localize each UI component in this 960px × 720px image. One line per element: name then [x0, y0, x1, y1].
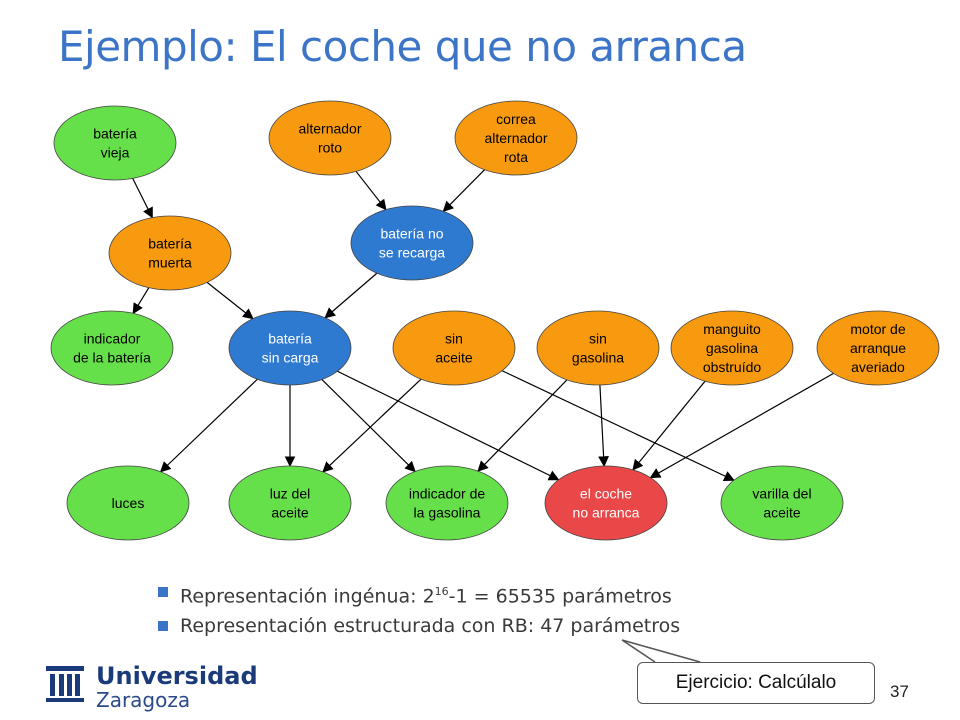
bullet-structured-text: Representación estructurada con RB: 47 p… [180, 615, 681, 637]
node-label-line: correa [496, 111, 536, 127]
node-label-line: muerta [148, 255, 192, 271]
node-label-line: aceite [271, 505, 309, 521]
node-label-line: alternador [298, 121, 361, 137]
edge-bateria_muerta-to-bateria_sin_carga [206, 281, 254, 320]
node-label-line: varilla del [752, 486, 811, 502]
node-label-line: roto [318, 140, 342, 156]
node-label-line: aceite [763, 505, 801, 521]
bullet-list: Representación ingénua: 216-1 = 65535 pa… [158, 578, 680, 646]
node-label-line: batería [93, 126, 137, 142]
edge-bateria_sin_carga-to-indicador_gasolina [321, 379, 416, 473]
node-shape [670, 310, 794, 386]
node-manguito: manguito gasolina obstruído [670, 310, 794, 386]
node-sin_aceite: sin aceite [392, 310, 516, 386]
node-label-line: manguito [703, 321, 761, 337]
node-shape [544, 465, 668, 541]
bullet-naive-text-post: -1 = 65535 parámetros [448, 585, 672, 608]
edge-sin_aceite-to-luz_aceite [322, 378, 422, 473]
node-bateria_no_recarga: batería no se recarga [350, 205, 474, 281]
node-varilla_aceite: varilla del aceite [720, 465, 844, 541]
node-alternador_roto: alternador roto [268, 100, 392, 176]
node-shape [66, 465, 190, 541]
logo-text-line1: Universidad [96, 662, 258, 690]
node-label-line: arranque [850, 340, 906, 356]
node-shape [816, 310, 940, 386]
node-shape [53, 105, 177, 181]
node-label-line: vieja [101, 145, 130, 161]
node-label-line: aceite [435, 350, 473, 366]
edge-sin_aceite-to-varilla_aceite [501, 370, 735, 481]
node-shape [228, 310, 352, 386]
logo-text-line2: Zaragoza [96, 688, 191, 712]
university-crest-icon [46, 666, 84, 702]
node-label-line: sin [445, 331, 463, 347]
page-number: 37 [890, 682, 909, 701]
bullet-structured: Representación estructurada con RB: 47 p… [158, 612, 680, 646]
node-indicador_gasolina: indicador de la gasolina [385, 465, 509, 541]
node-shape [392, 310, 516, 386]
edge-bateria_vieja-to-bateria_muerta [132, 178, 153, 219]
node-label-line: gasolina [572, 350, 624, 366]
node-label-line: luces [112, 495, 145, 511]
node-label-line: el coche [580, 486, 632, 502]
edge-bateria_sin_carga-to-luces [159, 378, 258, 473]
bullet-icon [158, 587, 168, 597]
edge-sin_gasolina-to-coche_no_arranca [598, 384, 609, 468]
node-shape [454, 100, 578, 176]
node-label-line: batería [148, 236, 192, 252]
edge-correa_rota-to-bateria_no_recarga [442, 169, 486, 213]
node-shape [720, 465, 844, 541]
node-bateria_sin_carga: batería sin carga [228, 310, 352, 386]
node-label-line: no arranca [573, 505, 640, 521]
node-label-line: averiado [851, 359, 905, 375]
page-title: Ejemplo: El coche que no arranca [58, 22, 747, 71]
node-label-line: batería [268, 331, 312, 347]
bullet-icon [158, 621, 168, 631]
node-indicador_bateria: indicador de la batería [50, 310, 174, 386]
node-shape [228, 465, 352, 541]
exercise-callout: Ejercicio: Calcúlalo [637, 662, 875, 704]
node-label-line: obstruído [703, 359, 762, 375]
bullet-naive: Representación ingénua: 216-1 = 65535 pa… [158, 578, 680, 612]
node-label-line: motor de [850, 321, 905, 337]
node-label-line: indicador de [409, 486, 485, 502]
node-motor_arranque: motor de arranque averiado [816, 310, 940, 386]
node-bateria_muerta: batería muerta [108, 215, 232, 291]
node-label-line: gasolina [706, 340, 758, 356]
edge-motor_arranque-to-coche_no_arranca [649, 372, 834, 479]
edge-manguito-to-coche_no_arranca [632, 380, 706, 471]
node-label-line: rota [504, 149, 528, 165]
node-label-line: sin [589, 331, 607, 347]
node-label-line: se recarga [379, 245, 445, 261]
node-label-line: sin carga [262, 350, 319, 366]
node-shape [50, 310, 174, 386]
bullet-naive-text-pre: Representación ingénua: 2 [180, 585, 435, 608]
edge-sin_gasolina-to-indicador_gasolina [477, 379, 568, 472]
node-label-line: batería no [380, 226, 443, 242]
bullet-naive-exponent: 16 [434, 585, 449, 598]
node-bateria_vieja: batería vieja [53, 105, 177, 181]
node-shape [268, 100, 392, 176]
edge-bateria_sin_carga-to-coche_no_arranca [337, 370, 560, 481]
node-label-line: alternador [484, 130, 547, 146]
node-coche_no_arranca: el coche no arranca [544, 465, 668, 541]
edge-alternador_roto-to-bateria_no_recarga [355, 171, 387, 211]
node-label-line: la gasolina [414, 505, 481, 521]
university-logo: Universidad Zaragoza [42, 662, 258, 712]
node-label-line: indicador [84, 331, 141, 347]
callout-pointer [621, 639, 701, 663]
node-luces: luces [66, 465, 190, 541]
node-shape [108, 215, 232, 291]
node-label-line: de la batería [73, 350, 151, 366]
node-shape [385, 465, 509, 541]
node-correa_rota: correa alternador rota [454, 100, 578, 176]
node-luz_aceite: luz del aceite [228, 465, 352, 541]
node-shape [536, 310, 660, 386]
node-label-line: luz del [270, 486, 310, 502]
node-shape [350, 205, 474, 281]
edge-bateria_no_recarga-to-bateria_sin_carga [324, 272, 378, 319]
node-sin_gasolina: sin gasolina [536, 310, 660, 386]
edge-bateria_muerta-to-indicador_bateria [132, 287, 150, 315]
